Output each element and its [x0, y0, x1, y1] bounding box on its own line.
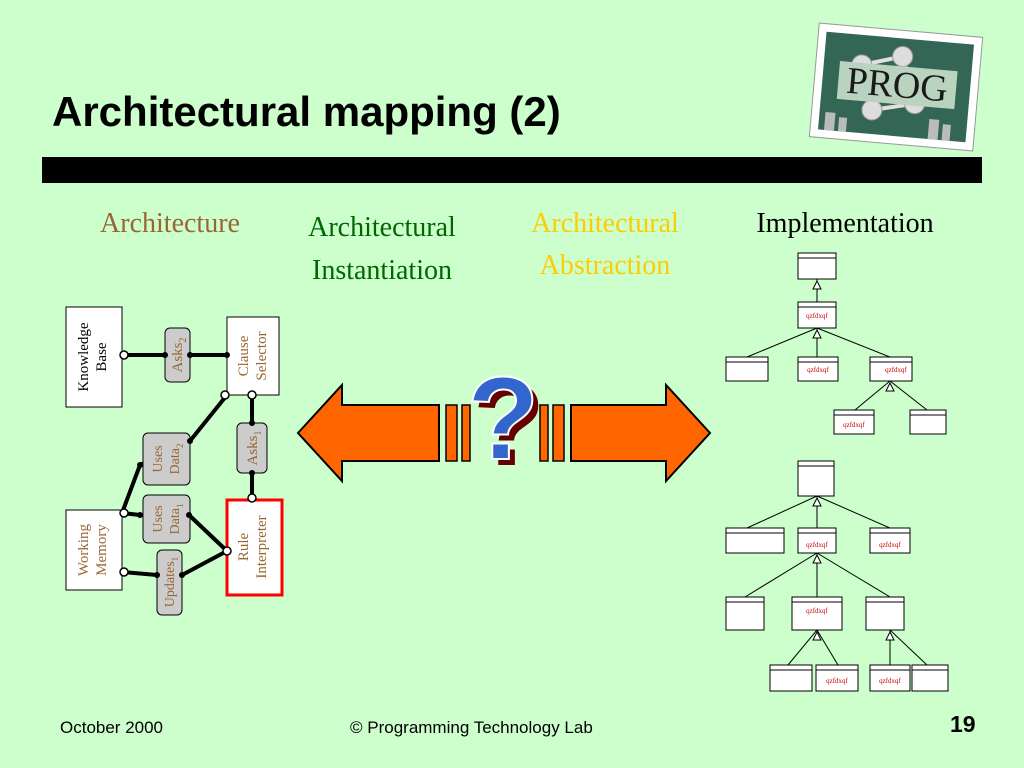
working-memory-component: Working Memory — [65, 509, 123, 591]
right-arrow-icon — [570, 382, 712, 484]
svg-text:Clause: Clause — [236, 335, 252, 376]
footer-date: October 2000 — [60, 718, 164, 737]
heading-implementation: Implementation — [756, 208, 934, 239]
connector-asks2: Asks2 — [164, 327, 191, 383]
method-label: qzfdxqf — [885, 366, 907, 374]
footer-copyright: © Programming Technology Lab — [350, 718, 593, 737]
left-arrow-icon — [296, 382, 440, 484]
method-label: qzfdxqf — [806, 607, 828, 615]
svg-text:?: ? — [473, 359, 545, 491]
svg-text:Rule: Rule — [236, 532, 252, 561]
svg-text:Data1: Data1 — [168, 504, 185, 535]
svg-text:Data2: Data2 — [168, 444, 185, 475]
logo-text: PROG — [845, 60, 950, 111]
connector-updates1: Updates1 — [156, 549, 183, 616]
prog-logo: PROG — [808, 22, 984, 152]
svg-text:Asks2: Asks2 — [170, 337, 189, 372]
ports — [119, 350, 257, 577]
heading-architecture: Architecture — [100, 208, 240, 239]
svg-text:Asks1: Asks1 — [245, 430, 264, 465]
svg-text:Uses: Uses — [151, 445, 166, 472]
svg-text:Uses: Uses — [151, 505, 166, 532]
svg-text:Memory: Memory — [94, 524, 110, 576]
method-label: qzfdxqf — [807, 366, 829, 374]
method-label: qzfdxqf — [879, 541, 901, 549]
heading-architectural-abstraction: Architectural Abstraction — [531, 208, 679, 281]
implementation-diagram: qzfdxqf qzfdxqf qzfdxqf qzfdxqf qzfdxqf … — [725, 252, 949, 692]
method-label: qzfdxqf — [826, 677, 848, 685]
svg-text:Updates1: Updates1 — [163, 557, 180, 607]
page-number: 19 — [950, 711, 976, 737]
connector-uses-data1: Uses Data1 — [142, 494, 191, 544]
method-label: qzfdxqf — [843, 421, 865, 429]
svg-text:Base: Base — [94, 342, 110, 372]
architecture-diagram: Knowledge Base Clause Selector Working M… — [65, 306, 284, 616]
svg-text:Working: Working — [76, 523, 92, 576]
question-mark: ? — [467, 355, 539, 485]
connector-uses-data2: Uses Data2 — [142, 432, 191, 486]
knowledge-base-component: Knowledge Base — [65, 306, 123, 408]
svg-text:Interpreter: Interpreter — [254, 515, 270, 578]
connector-asks1: Asks1 — [236, 422, 268, 474]
clause-selector-component: Clause Selector — [226, 316, 280, 396]
method-label: qzfdxqf — [806, 541, 828, 549]
heading-architectural-instantiation: Architectural Instantiation — [308, 212, 456, 286]
roles — [137, 352, 255, 578]
svg-text:Selector: Selector — [254, 331, 270, 380]
svg-text:Knowledge: Knowledge — [76, 322, 92, 391]
mapping-arrow: ? ? — [296, 355, 712, 491]
rule-interpreter-component: Rule Interpreter — [225, 498, 284, 597]
method-label: qzfdxqf — [879, 677, 901, 685]
slide-title: Architectural mapping (2) — [52, 88, 561, 135]
method-label: qzfdxqf — [806, 312, 828, 320]
title-underline-bar — [42, 157, 982, 183]
